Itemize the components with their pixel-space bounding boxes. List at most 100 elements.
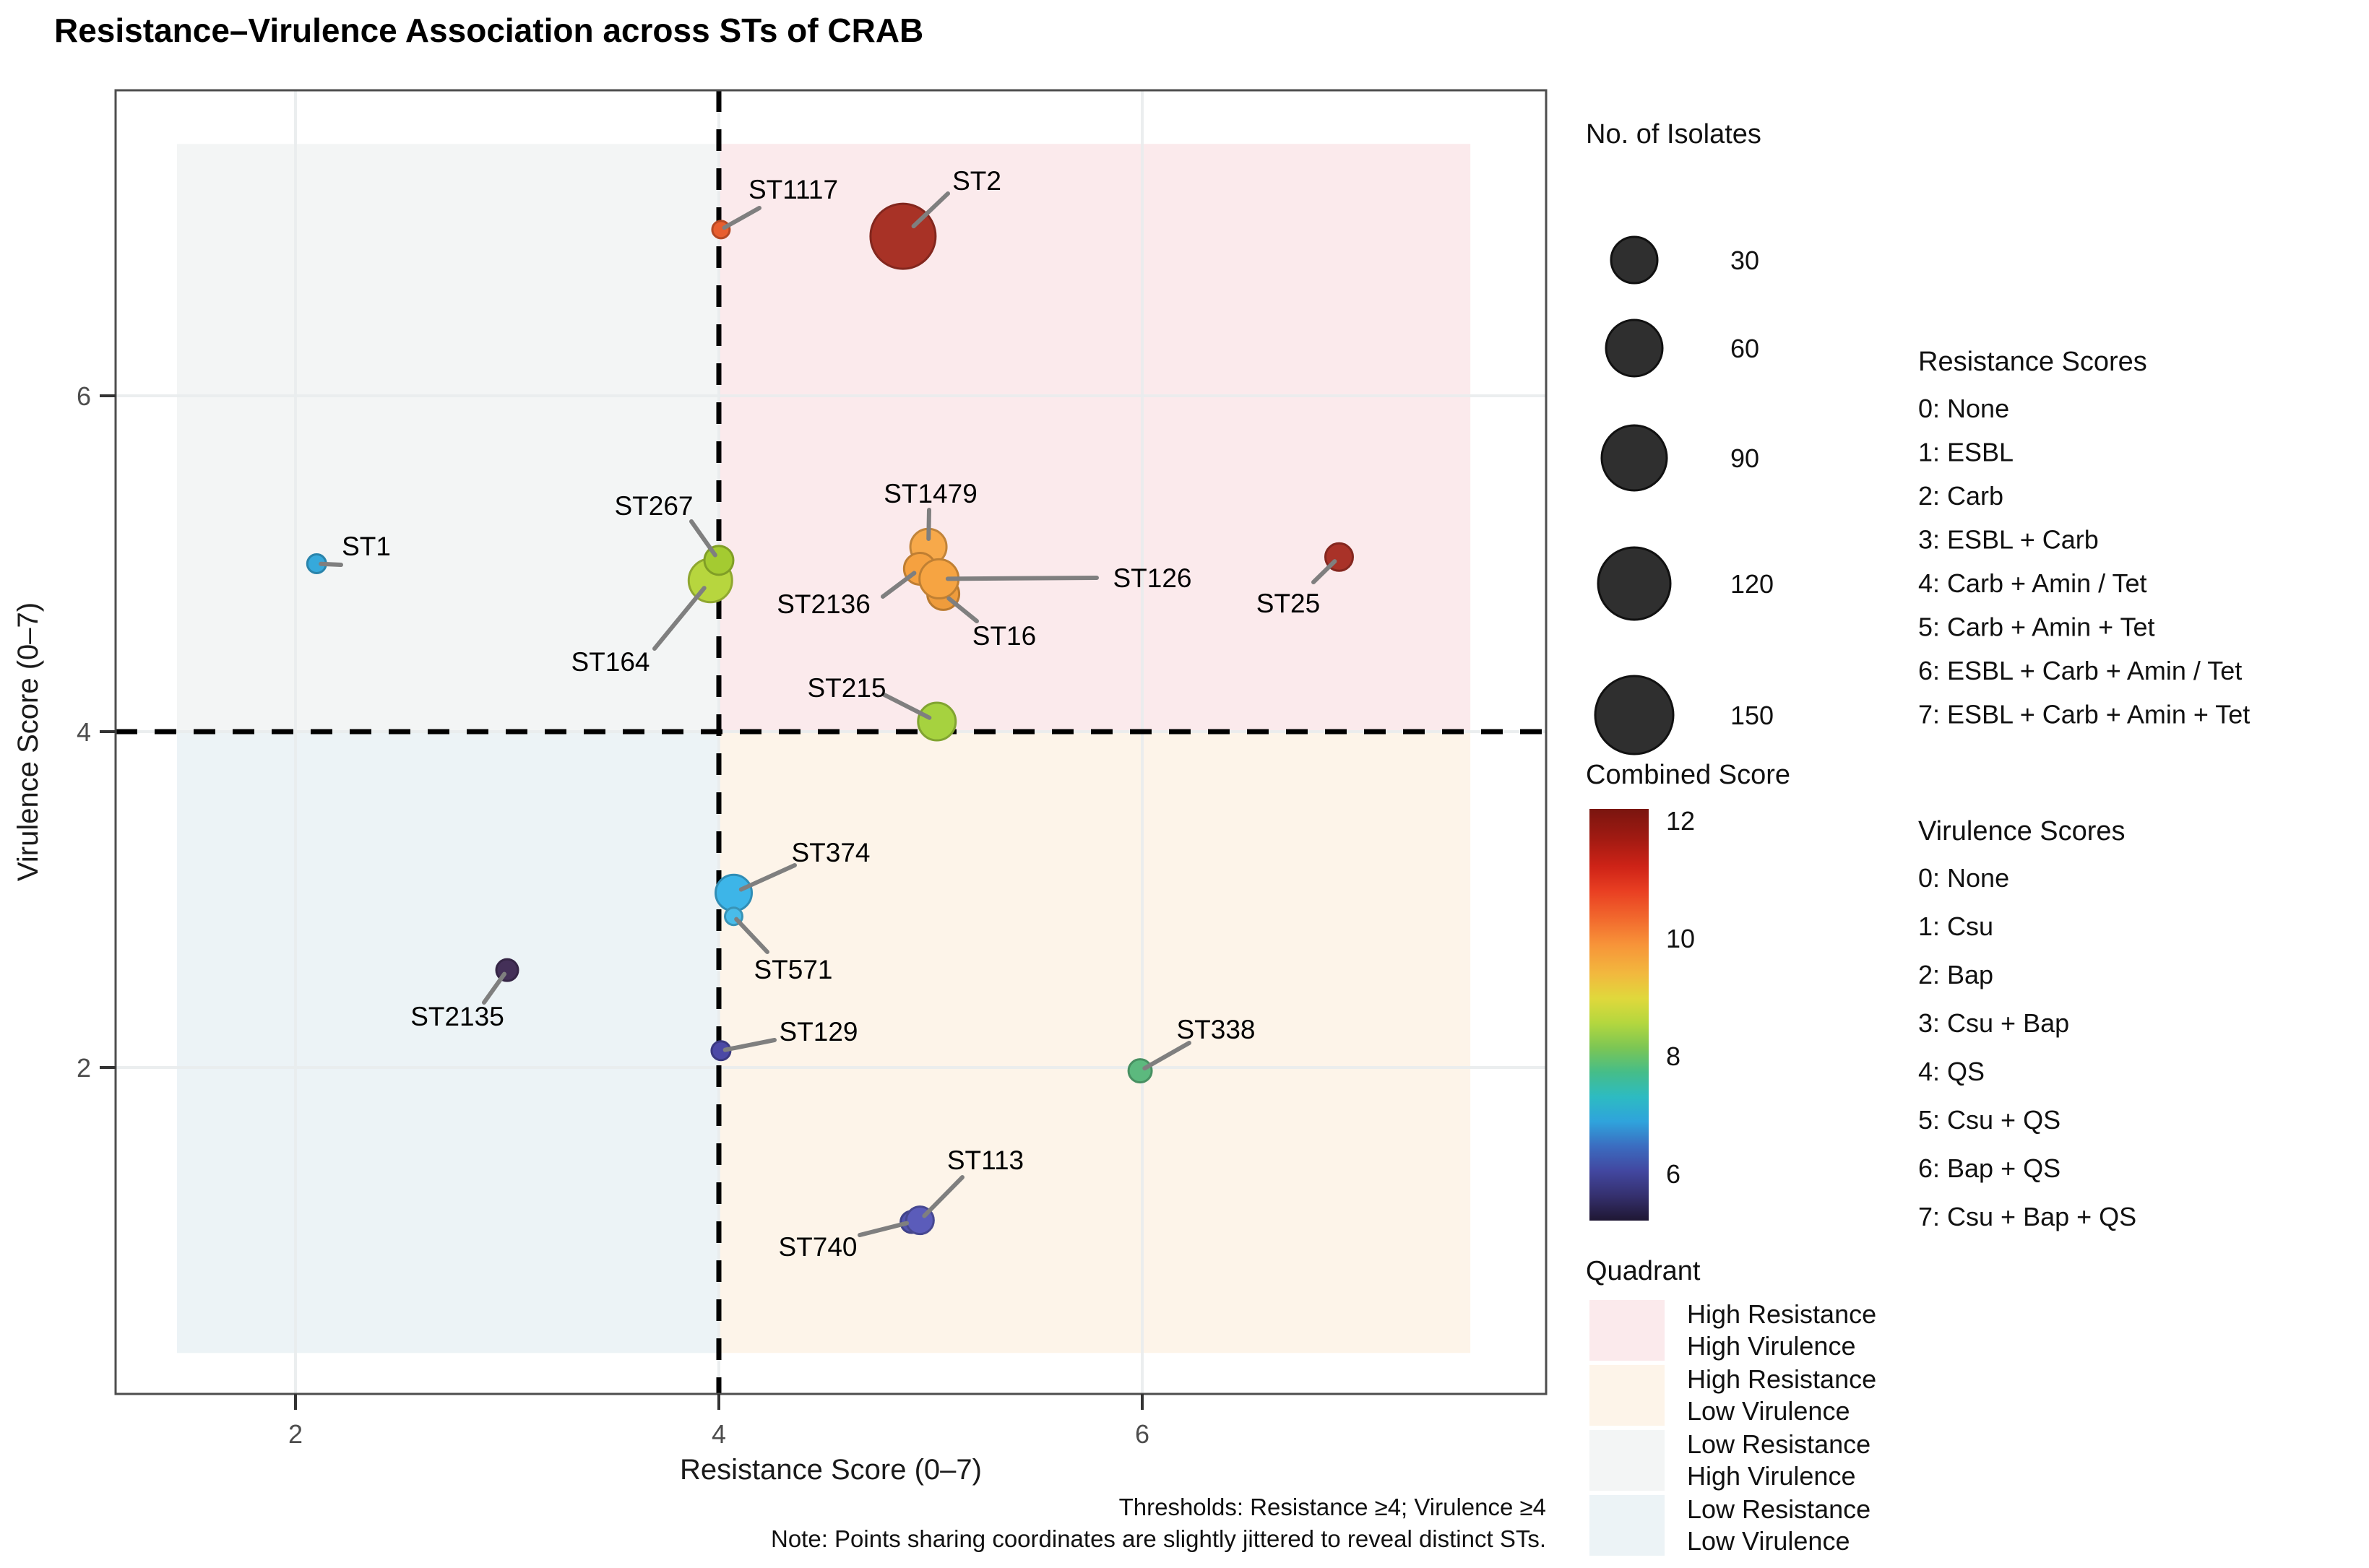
- resistance-score-item-5: 5: Carb + Amin + Tet: [1918, 612, 2155, 642]
- quadrant-swatch-0: [1589, 1300, 1665, 1361]
- axis-ticks: 2 4 6 2 4 6: [77, 381, 1149, 1449]
- quadrant-label-1-line2: Low Virulence: [1687, 1396, 1850, 1426]
- label-connector-ST215: [882, 693, 932, 720]
- data-point-ST215: [917, 701, 957, 742]
- y-tick-label-2: 2: [77, 1053, 91, 1083]
- quadrant-legend-title: Quadrant: [1586, 1256, 1701, 1286]
- quadrant-swatch-1: [1589, 1365, 1665, 1426]
- size-legend-label-60: 60: [1730, 334, 1759, 363]
- label-connector-ST126: [945, 576, 1099, 581]
- resistance-score-item-6: 6: ESBL + Carb + Amin / Tet: [1918, 656, 2242, 685]
- label-connector-ST2136: [881, 571, 917, 599]
- quadrant-low-resistance-high-virulence: [176, 144, 720, 732]
- y-tick-label-4: 4: [77, 717, 91, 747]
- virulence-score-item-2: 2: Bap: [1918, 960, 1993, 989]
- resistance-scores-title: Resistance Scores: [1918, 347, 2147, 377]
- label-connector-ST338: [1142, 1041, 1191, 1071]
- point-label-ST2135: ST2135: [410, 1002, 504, 1031]
- size-legend-swatch-60: [1605, 319, 1664, 378]
- size-legend-swatch-120: [1597, 546, 1672, 621]
- quadrant-label-0-line1: High Resistance: [1687, 1299, 1876, 1329]
- quadrant-label-2-line2: High Virulence: [1687, 1461, 1855, 1491]
- point-label-ST740: ST740: [778, 1232, 857, 1262]
- point-label-ST571: ST571: [754, 955, 832, 984]
- resistance-score-item-7: 7: ESBL + Carb + Amin + Tet: [1918, 700, 2250, 729]
- quadrant-label-0-line2: High Virulence: [1687, 1331, 1855, 1361]
- x-axis-title: Resistance Score (0–7): [680, 1454, 982, 1486]
- resistance-score-item-3: 3: ESBL + Carb: [1918, 525, 2099, 555]
- size-legend-label-120: 120: [1730, 569, 1774, 599]
- combined-score-colorbar: [1589, 809, 1649, 1221]
- virulence-score-item-4: 4: QS: [1918, 1057, 1985, 1086]
- data-point-ST338: [1127, 1058, 1153, 1084]
- x-tick-label-4: 4: [712, 1419, 726, 1449]
- resistance-scores-list: 0: None 1: ESBL 2: Carb 3: ESBL + Carb 4: Ca…: [1918, 394, 2250, 729]
- x-tick-label-2: 2: [288, 1419, 303, 1449]
- point-label-ST16: ST16: [972, 621, 1036, 651]
- label-connector-ST571: [734, 917, 769, 954]
- colorbar-tick-8: 8: [1666, 1041, 1680, 1071]
- quadrant-high-resistance-low-virulence: [719, 732, 1471, 1353]
- point-label-ST1117: ST1117: [748, 175, 838, 204]
- size-legend-label-150: 150: [1730, 701, 1774, 730]
- data-point-ST374: [715, 873, 754, 912]
- resistance-score-item-0: 0: None: [1918, 394, 2009, 423]
- colorbar-tick-10: 10: [1666, 924, 1695, 953]
- resistance-score-item-2: 2: Carb: [1918, 481, 2003, 511]
- label-connector-ST2135: [482, 971, 507, 1005]
- size-legend-title: No. of Isolates: [1586, 119, 1761, 150]
- colorbar-legend-title: Combined Score: [1586, 760, 1790, 790]
- virulence-score-item-6: 6: Bap + QS: [1918, 1153, 2061, 1183]
- point-label-ST113: ST113: [947, 1145, 1024, 1175]
- page-title: Resistance–Virulence Association across …: [54, 12, 923, 49]
- label-connector-ST1: [319, 561, 343, 567]
- label-connector-ST740: [858, 1221, 910, 1237]
- data-points: [306, 202, 1354, 1236]
- point-label-ST2136: ST2136: [777, 589, 871, 619]
- quadrant-label-3-line2: Low Virulence: [1687, 1526, 1850, 1556]
- label-connector-ST1117: [722, 206, 761, 230]
- label-connector-ST164: [652, 586, 707, 651]
- y-tick-label-6: 6: [77, 381, 91, 411]
- point-label-ST374: ST374: [791, 838, 870, 867]
- virulence-score-item-7: 7: Csu + Bap + QS: [1918, 1202, 2136, 1231]
- label-connector-ST2: [911, 191, 950, 229]
- x-tick-label-6: 6: [1135, 1419, 1149, 1449]
- virulence-scores-title: Virulence Scores: [1918, 816, 2126, 846]
- label-connector-ST374: [738, 863, 797, 892]
- colorbar-tick-6: 6: [1666, 1159, 1680, 1189]
- size-legend-label-30: 30: [1730, 246, 1759, 275]
- label-connectors: [319, 191, 1337, 1237]
- quadrant-swatch-3: [1589, 1495, 1665, 1556]
- label-connector-ST129: [722, 1038, 777, 1052]
- label-connector-ST1479: [926, 508, 931, 542]
- colorbar-legend: 12 10 8 6: [1589, 806, 1695, 1221]
- point-label-ST25: ST25: [1256, 589, 1320, 618]
- virulence-score-item-3: 3: Csu + Bap: [1918, 1008, 2069, 1038]
- size-legend-swatch-150: [1594, 675, 1675, 755]
- point-label-ST164: ST164: [571, 647, 650, 677]
- virulence-score-item-0: 0: None: [1918, 863, 2009, 893]
- label-connector-ST25: [1311, 559, 1337, 584]
- point-label-ST2: ST2: [952, 166, 1001, 196]
- resistance-score-item-1: 1: ESBL: [1918, 438, 2014, 467]
- quadrant-high-resistance-high-virulence: [719, 144, 1471, 732]
- label-connector-ST113: [922, 1175, 965, 1218]
- y-axis-title: Virulence Score (0–7): [12, 602, 44, 881]
- colorbar-tick-12: 12: [1666, 806, 1695, 836]
- point-label-ST1479: ST1479: [884, 479, 978, 508]
- point-label-ST126: ST126: [1113, 563, 1191, 593]
- point-label-ST129: ST129: [779, 1017, 858, 1047]
- virulence-score-item-1: 1: Csu: [1918, 911, 1993, 941]
- quadrant-shading: [176, 144, 1471, 1353]
- caption-thresholds: Thresholds: Resistance ≥4; Virulence ≥4: [1119, 1494, 1546, 1520]
- quadrant-label-3-line1: Low Resistance: [1687, 1494, 1870, 1524]
- data-point-ST267: [703, 545, 735, 576]
- size-legend-swatch-30: [1610, 235, 1659, 285]
- quadrant-label-2-line1: Low Resistance: [1687, 1429, 1870, 1459]
- resistance-score-item-4: 4: Carb + Amin / Tet: [1918, 568, 2147, 598]
- plot-panel-border: [114, 89, 1548, 1395]
